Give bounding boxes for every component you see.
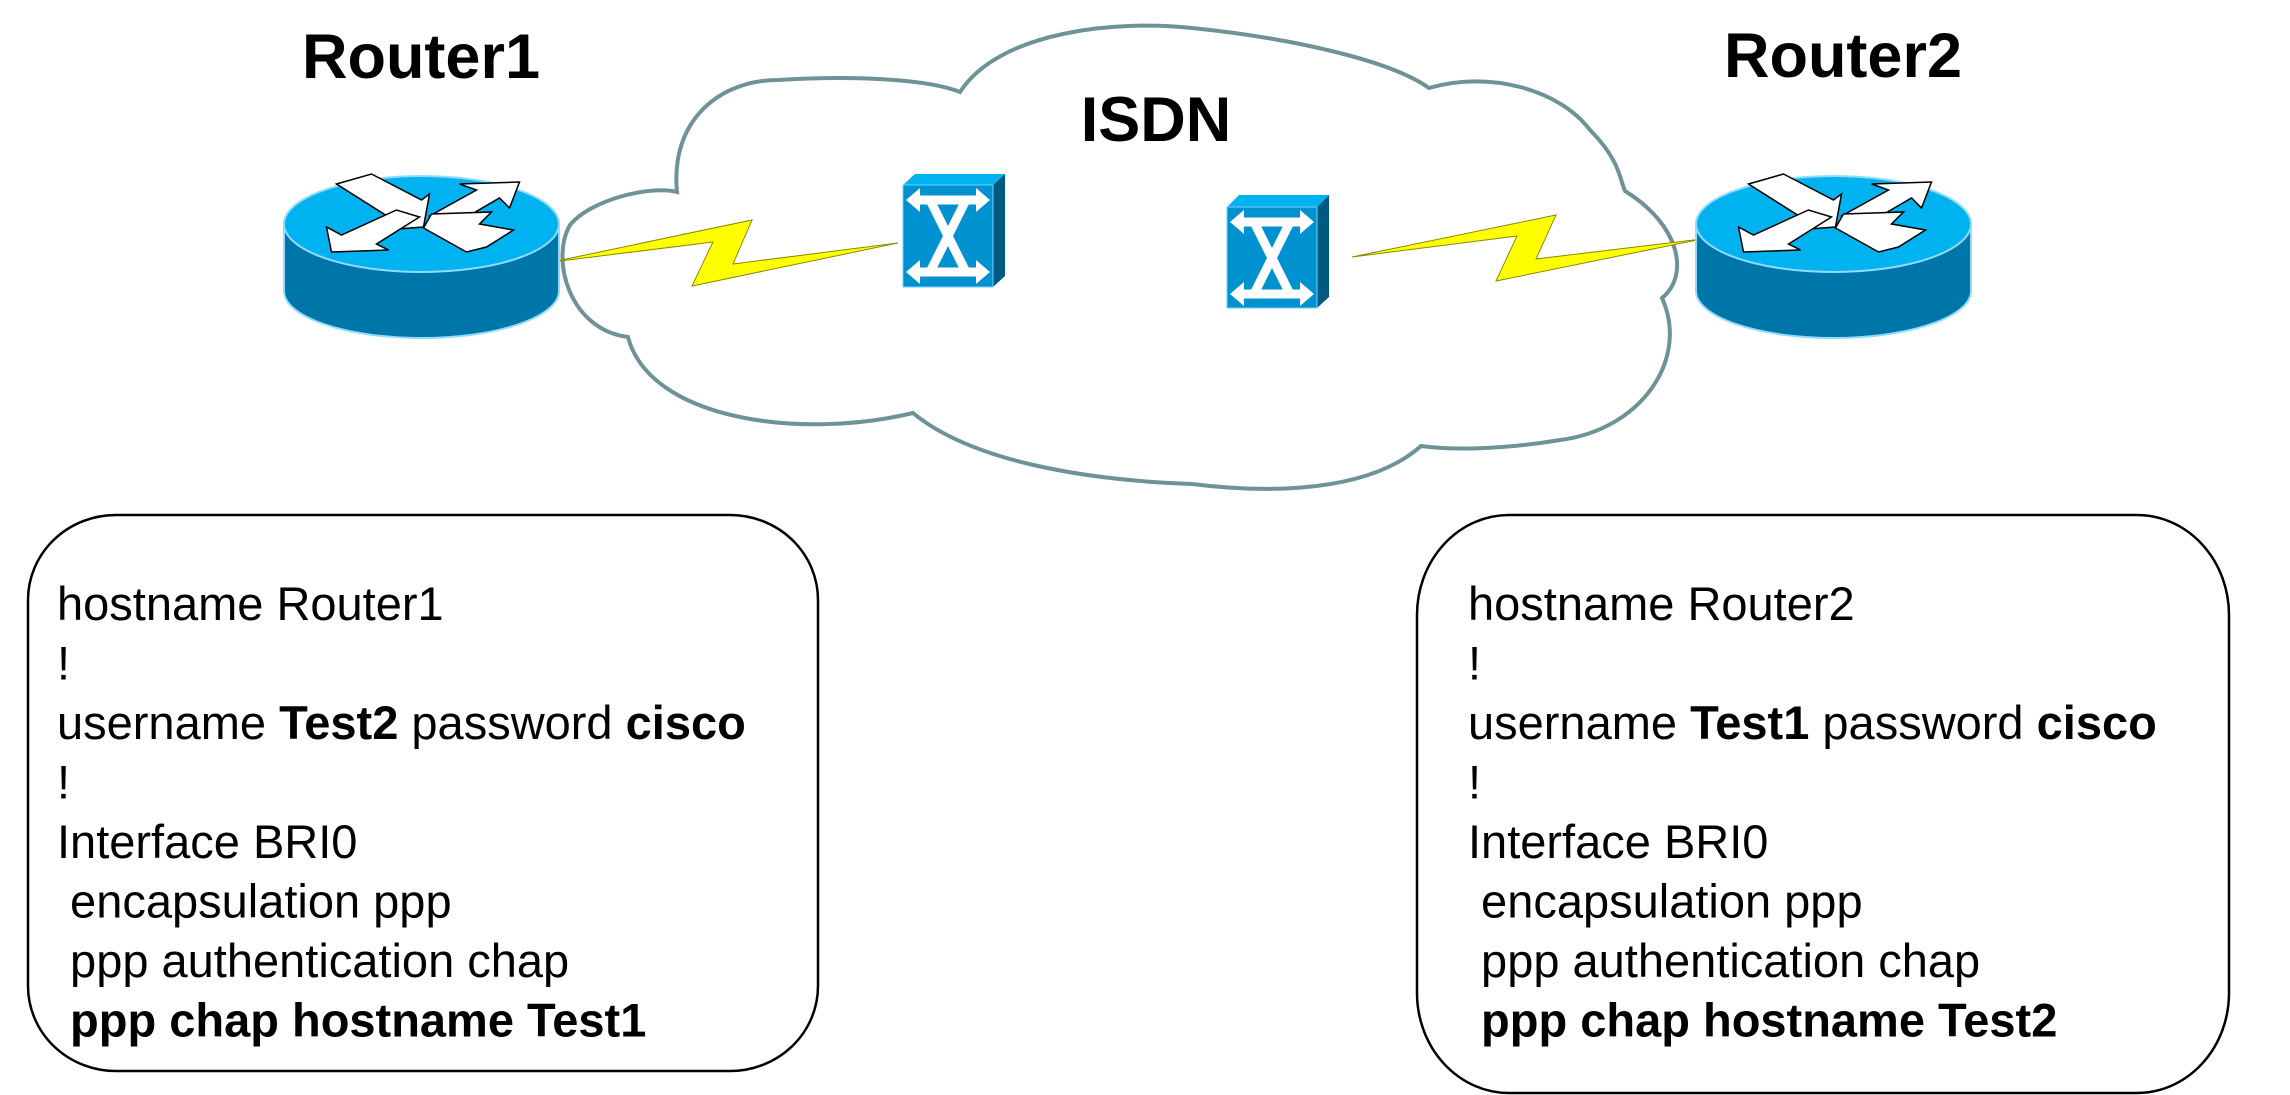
config-keyword: ppp chap hostname Test2	[1468, 994, 2057, 1047]
isdn-cloud	[560, 23, 1680, 491]
config-line: username Test1 password cisco	[1468, 696, 2157, 749]
router2-icon[interactable]	[1695, 173, 1972, 339]
config-keyword: Test2	[279, 696, 398, 749]
config-line: ppp authentication chap	[57, 934, 569, 987]
config-keyword: Test1	[1690, 696, 1809, 749]
config-text: hostname Router2	[1468, 577, 1855, 630]
config-line: !	[57, 756, 70, 809]
router1-label: Router1	[302, 22, 540, 92]
router2-config-box	[1415, 513, 2231, 1095]
router2-config: hostname Router2! username Test1 password…	[1468, 577, 2157, 1047]
config-text: username	[1468, 696, 1690, 749]
config-text: password	[398, 696, 625, 749]
serial-link-router1	[551, 219, 899, 287]
config-keyword: cisco	[2037, 696, 2157, 749]
config-text: !	[1468, 637, 1481, 690]
cloud-label: ISDN	[1081, 85, 1232, 155]
config-keyword: ppp chap hostname Test1	[57, 994, 646, 1047]
config-text: ppp authentication chap	[57, 934, 569, 987]
config-line: !	[1468, 637, 1481, 690]
config-line: hostname Router2	[1468, 577, 1855, 630]
router1-config-box	[26, 513, 820, 1073]
config-line: ppp chap hostname Test1	[57, 994, 646, 1047]
config-line: hostname Router1	[57, 577, 444, 630]
config-line: ppp authentication chap	[1468, 934, 1980, 987]
config-line: !	[1468, 756, 1481, 809]
config-text: hostname Router1	[57, 577, 444, 630]
config-keyword: cisco	[626, 696, 746, 749]
config-line: encapsulation ppp	[1468, 875, 1863, 928]
config-line: Interface BRI0	[57, 815, 357, 868]
config-text: Interface BRI0	[57, 815, 357, 868]
config-text: encapsulation ppp	[1468, 875, 1863, 928]
config-text: encapsulation ppp	[57, 875, 452, 928]
router1-icon[interactable]	[283, 173, 560, 339]
isdn-switch-2-icon[interactable]	[1227, 195, 1329, 308]
config-line: encapsulation ppp	[57, 875, 452, 928]
config-line: !	[57, 637, 70, 690]
isdn-switch-1-icon[interactable]	[903, 174, 1005, 287]
config-text: !	[1468, 756, 1481, 809]
config-text: Interface BRI0	[1468, 815, 1768, 868]
config-text: !	[57, 756, 70, 809]
config-text: ppp authentication chap	[1468, 934, 1980, 987]
router1-config: hostname Router1! username Test2 password…	[57, 577, 746, 1047]
config-text: password	[1809, 696, 2036, 749]
config-line: Interface BRI0	[1468, 815, 1768, 868]
config-line: username Test2 password cisco	[57, 696, 746, 749]
config-text: username	[57, 696, 279, 749]
config-text: !	[57, 637, 70, 690]
config-line: ppp chap hostname Test2	[1468, 994, 2057, 1047]
router2-label: Router2	[1724, 21, 1962, 91]
